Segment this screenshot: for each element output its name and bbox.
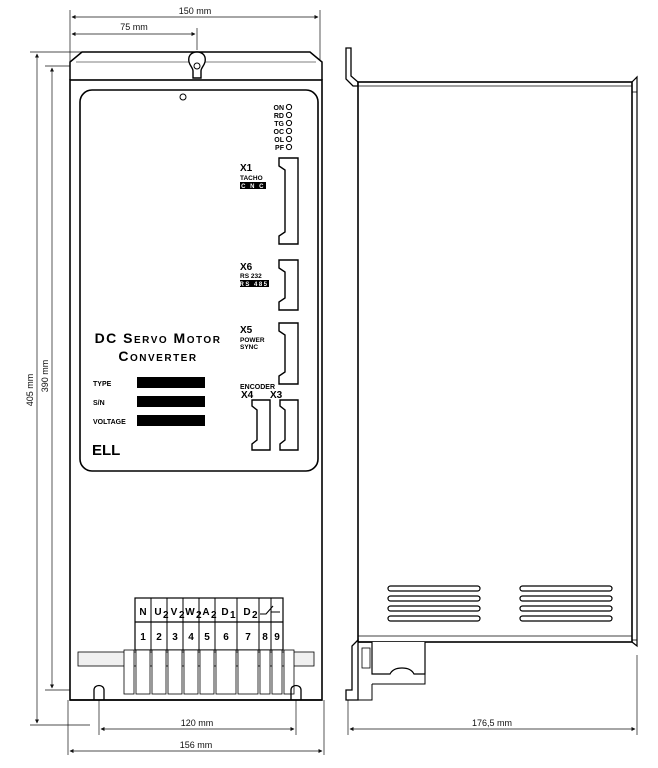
dim-depth: 176,5 mm (472, 718, 512, 728)
front-view (69, 51, 323, 701)
connector-x1-tag-bg (240, 182, 266, 189)
terminal-label: V (171, 607, 178, 618)
terminal-label: W (185, 607, 195, 618)
led-label: TG (274, 121, 284, 128)
connector-x1-label: X1 (240, 163, 253, 174)
terminal-clamps (123, 649, 295, 695)
terminal-number: 1 (140, 632, 146, 643)
connector-x3-label: X3 (270, 390, 283, 401)
dim-mount-spacing: 120 mm (181, 718, 214, 728)
field-sn-label: S/N (93, 400, 105, 407)
terminal-label: D (221, 607, 228, 618)
panel-title-line1: DC Servo Motor (95, 330, 222, 346)
led-tg (285, 119, 293, 127)
terminal-number: 5 (204, 632, 210, 643)
side-vents-left (387, 585, 481, 622)
terminal-label: A (202, 607, 209, 618)
connector-x6-tag-bg (240, 280, 269, 287)
terminal-sub: 2 (252, 610, 258, 621)
connector-x5 (278, 322, 299, 385)
side-vents-right (519, 585, 613, 622)
led-ol (285, 135, 293, 143)
dim-front-width: 150 mm (179, 6, 212, 16)
connector-x6-tag: RS 485 (239, 282, 268, 288)
terminal-sub: 2 (196, 610, 202, 621)
terminal-number: 9 (274, 632, 280, 643)
field-voltage-label: VOLTAGE (93, 419, 126, 426)
connector-x5-sub2: SYNC (240, 344, 258, 351)
dim-half-width: 75 mm (120, 22, 148, 32)
switch-symbol-icon (260, 605, 280, 615)
panel-title-line2: Converter (118, 348, 197, 364)
connector-x5-sub1: POWER (240, 337, 265, 344)
terminal-sub: 2 (211, 610, 217, 621)
led-label: OL (274, 137, 284, 144)
led-oc (285, 127, 293, 135)
led-label: PF (275, 145, 285, 152)
terminal-number: 7 (245, 632, 251, 643)
connector-x1-sub: TACHO (240, 175, 263, 182)
terminal-number: 3 (172, 632, 178, 643)
field-voltage-box (137, 415, 205, 426)
connector-x3 (279, 399, 299, 451)
connector-x1 (278, 157, 299, 245)
side-housing (357, 81, 633, 643)
dim-total-height: 405 mm (25, 374, 35, 407)
field-type-box (137, 377, 205, 388)
connector-x6 (278, 259, 299, 311)
terminal-number: 4 (188, 632, 194, 643)
terminal-number: 8 (262, 632, 268, 643)
led-label: RD (274, 113, 284, 120)
led-label: ON (274, 105, 285, 112)
side-view (345, 47, 638, 701)
terminal-number: 2 (156, 632, 162, 643)
side-bottom-flange (345, 638, 359, 701)
terminal-sub: 2 (179, 610, 185, 621)
dim-inner-height: 390 mm (40, 360, 50, 393)
connector-x4-label: X4 (241, 390, 254, 401)
terminal-sub: 2 (163, 610, 169, 621)
connector-x4 (251, 399, 271, 451)
encoder-label: ENCODER (240, 384, 275, 391)
terminal-number: 6 (223, 632, 229, 643)
led-rd (285, 111, 293, 119)
side-top-flange (345, 47, 359, 87)
faceplate-screw (179, 93, 187, 101)
terminal-block (134, 597, 284, 651)
dim-base-width: 156 mm (180, 740, 213, 750)
terminal-label: N (139, 607, 146, 618)
connector-x1-tag: C N C (241, 184, 265, 190)
terminal-labels: N U V W A D D 2 2 2 2 1 2 1 2 3 4 5 6 7 … (139, 607, 280, 643)
connector-x6-label: X6 (240, 262, 253, 273)
field-sn-box (137, 396, 205, 407)
led-on (285, 103, 293, 111)
field-type-label: TYPE (93, 381, 112, 388)
terminal-sub: 1 (230, 610, 236, 621)
bottom-slot-right (290, 684, 302, 700)
brand-logo: ELL (92, 442, 120, 459)
led-pf (285, 143, 293, 151)
connector-x6-sub: RS 232 (240, 273, 262, 280)
bottom-slot-left (93, 684, 105, 700)
side-terminal-block (358, 641, 426, 675)
terminal-label: D (243, 607, 250, 618)
terminal-label: U (154, 607, 161, 618)
status-led-list: ON RD TG OC OL PF (274, 103, 293, 152)
connector-x5-label: X5 (240, 325, 253, 336)
led-label: OC (274, 129, 285, 136)
